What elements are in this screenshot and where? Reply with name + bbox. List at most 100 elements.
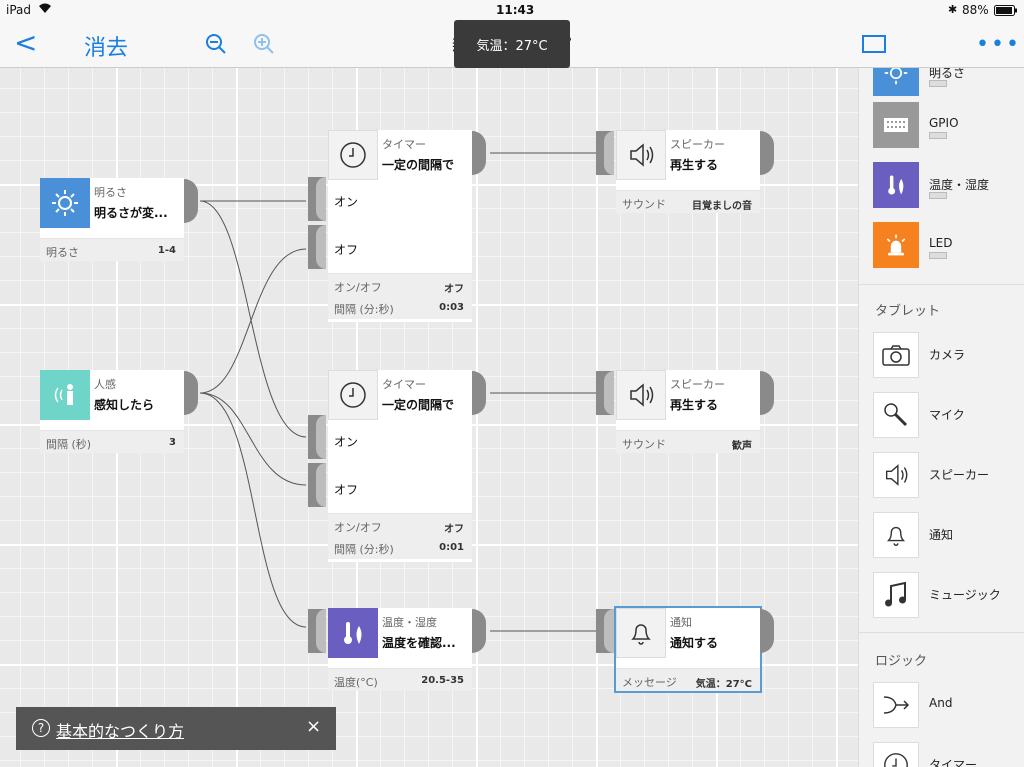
input-connector-off[interactable]: [308, 463, 326, 507]
port-off-label: オフ: [334, 483, 359, 497]
card-category: 人感: [94, 378, 116, 391]
input-connector-on[interactable]: [308, 415, 326, 459]
thermometer-icon: [873, 162, 919, 208]
palette-item-music[interactable]: ミュージック: [873, 572, 1023, 622]
section-header-logic: ロジック: [875, 654, 928, 669]
brightness-card[interactable]: 明るさ 明るさが変... 明るさ 1-4: [40, 178, 184, 261]
interval-value: 0:03: [439, 302, 464, 313]
value-toast: 気温：27°C: [454, 20, 570, 68]
palette-item-and[interactable]: And: [873, 682, 1023, 732]
notify-card[interactable]: 通知 通知する メッセージ 気温：27°C: [614, 606, 762, 693]
led-icon: [873, 222, 919, 268]
card-category: タイマー: [382, 138, 426, 151]
input-connector[interactable]: [596, 609, 614, 653]
timer1-card[interactable]: タイマー 一定の間隔で オン オフ オン/オフ オフ 間隔 (分:秒) 0:03: [328, 130, 472, 322]
card-footer-onoff: オン/オフ オフ: [328, 513, 472, 536]
palette-item-speaker[interactable]: スピーカー: [873, 452, 1023, 502]
palette-item-label: GPIO: [929, 116, 959, 130]
wire-motion-timer2-off: [199, 392, 307, 486]
clear-button[interactable]: 消去: [84, 36, 129, 61]
battery-percent: 88%: [962, 3, 989, 17]
speaker1-card[interactable]: スピーカー 再生する サウンド 目覚ましの音: [616, 130, 760, 213]
palette-item-notify[interactable]: 通知: [873, 512, 1023, 562]
palette-item-label: 温度・湿度: [929, 178, 990, 192]
battery-indicator: [929, 252, 947, 259]
output-connector[interactable]: [184, 179, 198, 223]
recipe-canvas[interactable]: 明るさ 明るさが変... 明るさ 1-4 人感 感知したら 間隔 (秒) 3 タ…: [0, 68, 858, 767]
status-bar: iPad 11:43 ✱ 88%: [0, 0, 1024, 20]
param-label: メッセージ: [622, 676, 677, 689]
palette-item-label: ミュージック: [929, 588, 1001, 602]
palette-item-label: LED: [929, 236, 953, 250]
timer-icon: [328, 130, 378, 180]
close-icon[interactable]: ×: [306, 716, 322, 737]
palette-item-led[interactable]: LED: [873, 222, 1023, 272]
speaker-icon: [616, 130, 666, 180]
palette-item-camera[interactable]: カメラ: [873, 332, 1023, 382]
palette-item-brightness[interactable]: 明るさ: [873, 68, 1023, 100]
help-icon: ?: [32, 719, 50, 737]
bell-icon: [873, 512, 919, 558]
back-button[interactable]: <: [14, 26, 38, 59]
view-toggle-icon[interactable]: [862, 34, 886, 58]
camera-icon: [873, 332, 919, 378]
output-connector[interactable]: [760, 371, 774, 415]
wire-brightness-timer2-on: [199, 200, 307, 438]
wire-motion-timer1-off: [199, 248, 307, 394]
param-label: サウンド: [622, 198, 666, 211]
more-options-icon[interactable]: •••: [976, 32, 1021, 57]
input-connector[interactable]: [596, 371, 614, 415]
motion-card[interactable]: 人感 感知したら 間隔 (秒) 3: [40, 370, 184, 453]
zoom-out-icon[interactable]: [204, 32, 228, 60]
input-connector-on[interactable]: [308, 177, 326, 221]
param-label: 温度(°C): [334, 676, 378, 689]
card-footer: サウンド 目覚ましの音: [616, 190, 760, 213]
palette-item-temperature[interactable]: 温度・湿度: [873, 162, 1023, 212]
card-footer: サウンド 歓声: [616, 430, 760, 453]
onoff-value: オフ: [444, 284, 464, 295]
onoff-value: オフ: [444, 524, 464, 535]
palette-item-microphone[interactable]: マイク: [873, 392, 1023, 442]
card-category: 通知: [670, 616, 692, 629]
card-category: スピーカー: [670, 138, 725, 151]
card-footer-interval: 間隔 (分:秒) 0:01: [328, 536, 472, 559]
card-action: 明るさが変...: [94, 206, 168, 220]
input-connector-off[interactable]: [308, 225, 326, 269]
palette-item-gpio[interactable]: GPIO: [873, 102, 1023, 152]
card-footer-interval: 間隔 (分:秒) 0:03: [328, 296, 472, 319]
param-value: 1-4: [157, 245, 176, 256]
card-action: 一定の間隔で: [382, 158, 455, 172]
param-value: 目覚ましの音: [692, 201, 752, 212]
input-connector[interactable]: [596, 131, 614, 175]
onoff-label: オン/オフ: [334, 521, 382, 534]
wire-motion-temp: [199, 392, 307, 628]
output-connector[interactable]: [760, 609, 774, 653]
battery-icon: [994, 5, 1018, 19]
bluetooth-icon: ✱: [948, 3, 958, 16]
card-footer: 間隔 (秒) 3: [40, 430, 184, 453]
output-connector[interactable]: [472, 131, 486, 175]
output-connector[interactable]: [472, 609, 486, 653]
help-link[interactable]: 基本的なつくり方: [56, 722, 185, 741]
palette-item-timer[interactable]: タイマー: [873, 742, 1023, 767]
output-connector[interactable]: [760, 131, 774, 175]
card-category: 明るさ: [94, 186, 127, 199]
output-connector[interactable]: [184, 371, 198, 415]
port-on-label: オン: [334, 435, 359, 449]
param-value: 3: [169, 437, 176, 448]
thermometer-icon: [328, 608, 378, 658]
speaker2-card[interactable]: スピーカー 再生する サウンド 歓声: [616, 370, 760, 453]
output-connector[interactable]: [472, 371, 486, 415]
speaker-icon: [616, 370, 666, 420]
zoom-in-icon[interactable]: [252, 32, 276, 60]
divider: [859, 284, 1024, 285]
palette-item-label: 通知: [929, 528, 954, 542]
card-footer: 温度(°C) 20.5-35: [328, 668, 472, 691]
onoff-label: オン/オフ: [334, 281, 382, 294]
input-connector[interactable]: [308, 609, 326, 653]
timer2-card[interactable]: タイマー 一定の間隔で オン オフ オン/オフ オフ 間隔 (分:秒) 0:01: [328, 370, 472, 562]
help-banner[interactable]: ? 基本的なつくり方 ×: [16, 707, 336, 750]
palette-item-label: スピーカー: [929, 468, 990, 482]
temperature-card[interactable]: 温度・湿度 温度を確認... 温度(°C) 20.5-35: [328, 608, 472, 691]
block-palette[interactable]: 明るさ GPIO 温度・湿度 LED タブレット カメラ マイク スピーカー 通…: [858, 68, 1024, 767]
